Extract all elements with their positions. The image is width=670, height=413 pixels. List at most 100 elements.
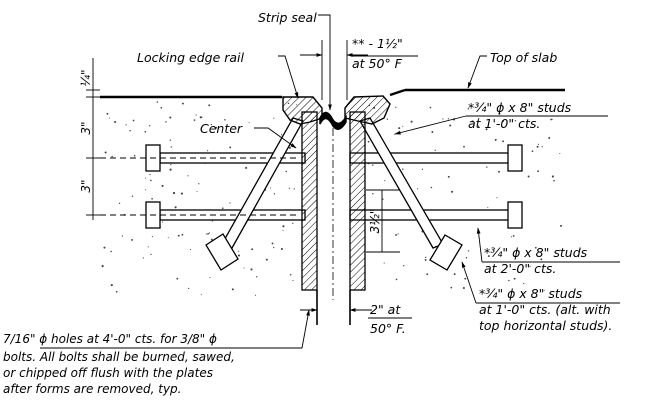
- concrete-stipple-dot: [498, 170, 500, 173]
- concrete-stipple-dot: [537, 143, 539, 145]
- concrete-stipple-dot: [176, 277, 179, 280]
- concrete-stipple-dot: [467, 250, 470, 252]
- concrete-stipple-dot: [487, 255, 490, 258]
- studs-top-label-line1: *¾" ϕ x 8" studs: [468, 100, 572, 115]
- concrete-stipple-dot: [161, 184, 164, 187]
- concrete-stipple-dot: [494, 138, 497, 141]
- concrete-stipple-dot: [553, 179, 555, 182]
- concrete-stipple-dot: [196, 190, 198, 192]
- holes-note-line2: bolts. All bolts shall be burned, sawed,: [3, 350, 235, 364]
- concrete-stipple-dot: [114, 120, 117, 124]
- concrete-stipple-dot: [210, 238, 213, 241]
- concrete-stipple-dot: [502, 120, 504, 123]
- studs-low-leader: [461, 261, 477, 304]
- studs-mid-leader: [476, 227, 483, 263]
- concrete-stipple-dot: [424, 258, 427, 261]
- concrete-stipple-dot: [151, 236, 153, 238]
- concrete-stipple-dot: [384, 180, 386, 182]
- concrete-stipple-dot: [269, 187, 272, 189]
- inclined-studs: [205, 117, 463, 271]
- concrete-stipple-dot: [508, 279, 510, 282]
- concrete-stipple-dot: [367, 140, 370, 143]
- concrete-stipple-dot: [560, 224, 562, 227]
- concrete-stipple-dot: [485, 128, 488, 131]
- concrete-stipple-dot: [207, 233, 209, 235]
- concrete-stipple-dot: [273, 117, 275, 119]
- concrete-stipple-dot: [471, 120, 474, 123]
- concrete-stipple-dot: [395, 106, 397, 108]
- center-leader: [254, 127, 297, 149]
- concrete-stipple-dot: [156, 101, 159, 103]
- concrete-stipple-dot: [211, 220, 213, 222]
- concrete-stipple-dot: [512, 235, 515, 237]
- concrete-stipple-dot: [273, 246, 275, 249]
- concrete-stipple-dot: [537, 170, 539, 173]
- concrete-stipple-dot: [172, 191, 176, 195]
- concrete-stipple-dot: [430, 186, 433, 189]
- right-lower-stud-head: [507, 201, 523, 229]
- concrete-stipple-dot: [265, 258, 268, 261]
- concrete-stipple-dot: [150, 179, 152, 182]
- studs-low-label-line2: at 1'-0" cts. (alt. with: [479, 302, 611, 317]
- studs-low-label-line3: top horizontal studs).: [479, 318, 612, 333]
- concrete-stipple-dot: [529, 265, 531, 267]
- concrete-stipple-dot: [118, 202, 121, 204]
- concrete-stipple-dot: [174, 206, 177, 209]
- concrete-stipple-dot: [169, 139, 171, 141]
- concrete-stipple-dot: [417, 188, 419, 190]
- concrete-stipple-dot: [169, 116, 172, 119]
- strip-seal-label: Strip seal: [258, 10, 317, 25]
- concrete-stipple-dot: [144, 177, 147, 179]
- concrete-stipple-dot: [288, 187, 290, 189]
- concrete-stipple-dot: [451, 190, 454, 193]
- concrete-stipple-dot: [271, 242, 274, 245]
- concrete-stipple-dot: [395, 233, 397, 236]
- right-plate: [349, 111, 366, 291]
- gap-dimension: [300, 40, 368, 100]
- concrete-stipple-dot: [431, 131, 434, 133]
- concrete-stipple-dot: [210, 123, 213, 126]
- concrete-stipple-dot: [426, 273, 429, 276]
- right-upper-stud-head: [507, 144, 523, 172]
- concrete-stipple-dot: [169, 168, 172, 171]
- concrete-stipple-dot: [200, 116, 203, 119]
- concrete-stipple-dot: [245, 166, 248, 169]
- concrete-stipple-dot: [195, 114, 197, 116]
- concrete-stipple-dot: [133, 154, 136, 157]
- concrete-stipple-dot: [198, 183, 200, 185]
- concrete-stipple-dot: [478, 118, 480, 120]
- concrete-stipple-dot: [536, 145, 539, 148]
- concrete-stipple-dot: [502, 140, 505, 143]
- concrete-stipple-dot: [147, 246, 149, 248]
- concrete-stipple-dot: [224, 119, 226, 121]
- concrete-stipple-dot: [371, 164, 374, 166]
- concrete-stipple-dot: [193, 119, 196, 121]
- concrete-stipple-dot: [207, 150, 209, 152]
- concrete-stipple-dot: [142, 257, 144, 259]
- studs-low-label-line1: *¾" ϕ x 8" studs: [479, 286, 583, 301]
- concrete-stipple-dot: [282, 229, 284, 232]
- concrete-stipple-dot: [215, 126, 218, 129]
- concrete-stipple-dot: [285, 170, 287, 173]
- concrete-stipple-dot: [293, 188, 295, 190]
- concrete-stipple-dot: [465, 256, 468, 259]
- dim-upper-spacing: 3": [79, 121, 93, 134]
- concrete-stipple-dot: [280, 247, 283, 251]
- concrete-stipple-dot: [180, 192, 183, 195]
- concrete-stipple-dot: [189, 249, 191, 251]
- concrete-stipple-dot: [208, 232, 210, 234]
- studs-mid-label-line1: *¾" ϕ x 8" studs: [484, 245, 588, 260]
- top-of-slab-leader: [467, 55, 487, 89]
- concrete-stipple-dot: [200, 294, 202, 296]
- strip-seal-leader: [318, 14, 332, 111]
- concrete-stipple-dot: [550, 118, 552, 121]
- concrete-stipple-dot: [548, 137, 551, 139]
- concrete-stipple-dot: [115, 290, 118, 293]
- concrete-stipple-dot: [464, 277, 467, 280]
- joint-plates: [301, 111, 366, 325]
- concrete-stipple-dot: [273, 193, 276, 195]
- concrete-stipple-dot: [496, 197, 498, 199]
- concrete-stipple-dot: [125, 124, 127, 126]
- concrete-stipple-dot: [292, 280, 294, 282]
